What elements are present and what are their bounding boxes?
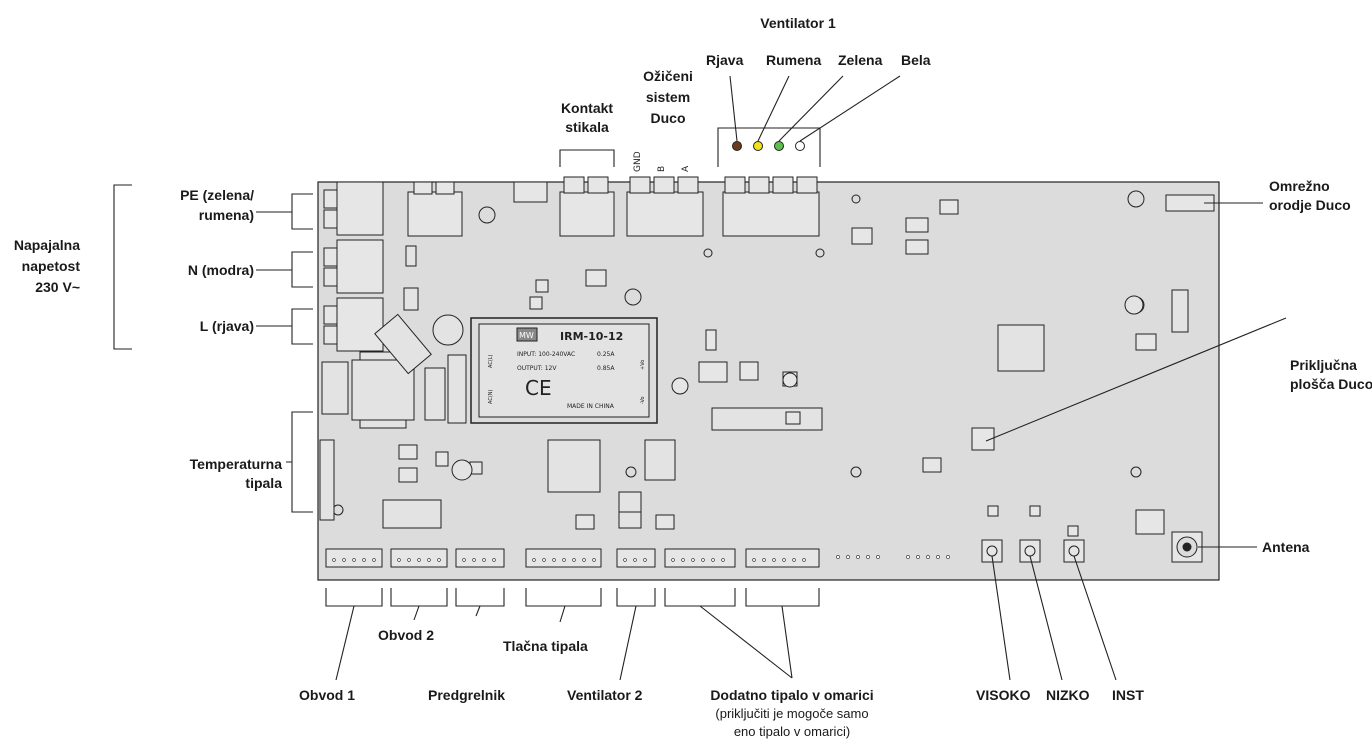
header-a-label: A bbox=[681, 165, 691, 172]
psu-brand: MW bbox=[519, 331, 534, 340]
bottom-connectors bbox=[325, 548, 820, 568]
header-b-label: B bbox=[657, 166, 667, 172]
push-buttons bbox=[981, 505, 1085, 563]
label-ozicen-3: Duco bbox=[650, 110, 686, 126]
connector-pins bbox=[332, 555, 950, 562]
label-dodatno-note-2: eno tipalo v omarici) bbox=[733, 724, 851, 739]
label-inst: INST bbox=[1112, 687, 1144, 703]
label-rjava: Rjava bbox=[706, 52, 744, 68]
wire-dot-green bbox=[774, 141, 784, 151]
psu-made: MADE IN CHINA bbox=[567, 403, 615, 410]
label-nizko: NIZKO bbox=[1046, 687, 1090, 703]
label-napajalna-3: 230 V~ bbox=[35, 279, 80, 295]
power-terminals bbox=[323, 181, 384, 352]
pcb-board bbox=[317, 181, 1220, 581]
label-kontakt-1: Kontakt bbox=[560, 100, 614, 116]
label-zelena: Zelena bbox=[838, 52, 883, 68]
header-gnd-label: GND bbox=[633, 151, 643, 172]
label-dodatno: Dodatno tipalo v omarici bbox=[710, 687, 874, 703]
psu-ac1: AC(L) bbox=[488, 354, 494, 368]
label-ventilator1: Ventilator 1 bbox=[760, 15, 836, 31]
label-pe-2: rumena) bbox=[198, 207, 254, 223]
psu-module: MW IRM-10-12 INPUT: 100-240VAC 0.25A OUT… bbox=[470, 317, 658, 424]
label-ventilator2: Ventilator 2 bbox=[567, 687, 643, 703]
psu-output: OUTPUT: 12V bbox=[517, 365, 557, 372]
label-temp-1: Temperaturna bbox=[189, 456, 282, 472]
label-n: N (modra) bbox=[187, 262, 254, 278]
large-components bbox=[319, 245, 1189, 529]
label-obvod1: Obvod 1 bbox=[299, 687, 356, 703]
label-ozicen-2: sistem bbox=[645, 89, 691, 105]
leader-lines bbox=[113, 75, 1287, 681]
psu-output-current: 0.85A bbox=[597, 365, 615, 372]
label-omrezno-2: orodje Duco bbox=[1269, 197, 1351, 213]
label-obvod2: Obvod 2 bbox=[378, 627, 435, 643]
label-tlacna: Tlačna tipala bbox=[503, 638, 588, 654]
label-l: L (rjava) bbox=[199, 318, 254, 334]
label-kontakt-2: stikala bbox=[565, 119, 609, 135]
label-pe-1: PE (zelena/ bbox=[180, 187, 254, 203]
label-ozicen-1: Ožičeni bbox=[643, 68, 693, 84]
wire-dot-brown bbox=[732, 141, 742, 151]
ventilator1-wire-dots bbox=[732, 141, 805, 151]
label-antena: Antena bbox=[1262, 539, 1310, 555]
psu-input: INPUT: 100-240VAC bbox=[517, 351, 575, 358]
psu-plus: +Vo bbox=[640, 360, 646, 370]
antenna-connector bbox=[1171, 531, 1203, 563]
wire-dot-white bbox=[795, 141, 805, 151]
ce-mark: CE bbox=[525, 376, 552, 400]
psu-model: IRM-10-12 bbox=[560, 330, 623, 343]
label-napajalna-1: Napajalna bbox=[13, 237, 80, 253]
label-napajalna-2: napetost bbox=[21, 258, 80, 274]
label-prikljucna-2: plošča Duco bbox=[1290, 376, 1372, 392]
small-ics bbox=[398, 199, 1165, 535]
wire-dot-yellow bbox=[753, 141, 763, 151]
top-connectors bbox=[407, 176, 1215, 237]
label-prikljucna-1: Priključna bbox=[1290, 357, 1357, 373]
psu-ac2: AC(N) bbox=[488, 389, 494, 404]
label-visoko: VISOKO bbox=[976, 687, 1031, 703]
label-predgrelnik: Predgrelnik bbox=[428, 687, 506, 703]
label-temp-2: tipala bbox=[245, 475, 282, 491]
label-rumena: Rumena bbox=[766, 52, 822, 68]
label-dodatno-note-1: (priključiti je mogoče samo bbox=[715, 706, 869, 721]
psu-minus: -Vo bbox=[640, 396, 646, 404]
label-bela: Bela bbox=[901, 52, 931, 68]
label-omrezno-1: Omrežno bbox=[1269, 178, 1330, 194]
psu-input-current: 0.25A bbox=[597, 351, 615, 358]
